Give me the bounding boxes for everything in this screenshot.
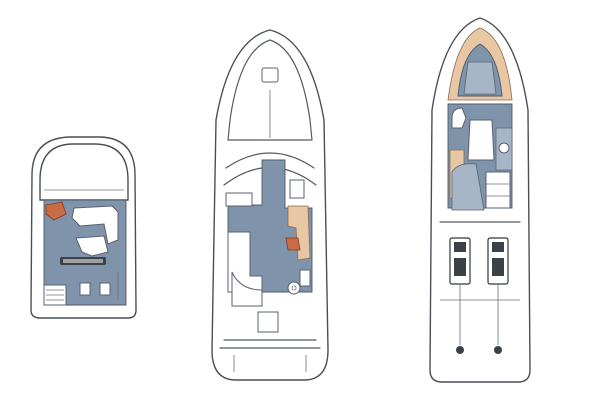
windshield	[225, 152, 315, 169]
helm-wheel	[287, 281, 301, 295]
starboard-engine	[487, 237, 509, 354]
hardtop-canopy	[39, 143, 129, 201]
cockpit-lounge	[227, 231, 263, 293]
vberth-cushion	[463, 61, 497, 95]
helm-seat	[71, 205, 119, 245]
cockpit-hatch-2	[99, 282, 111, 296]
port-prop	[456, 346, 464, 354]
entry-steps	[485, 171, 511, 209]
hardtop-cockpit-view	[30, 136, 137, 319]
lower-deck-layout	[429, 17, 531, 383]
side-console	[299, 269, 311, 287]
aft-lounge	[231, 271, 263, 307]
bar-counter	[285, 237, 301, 251]
galley-sink	[498, 142, 510, 154]
main-deck-layout	[211, 29, 329, 381]
port-engine	[449, 237, 471, 354]
helm-pad	[45, 201, 67, 221]
entertainment-center	[289, 179, 305, 199]
wet-bar	[287, 205, 311, 261]
foredeck-hatch	[261, 67, 279, 83]
head-toilet	[451, 107, 467, 129]
mid-berth	[451, 163, 485, 211]
cockpit-hatch-1	[79, 282, 91, 296]
helm-chair	[225, 192, 253, 207]
salon-table	[467, 119, 495, 161]
starboard-prop	[494, 346, 502, 354]
lounge-seat	[75, 235, 109, 257]
bow-deck-line	[227, 39, 313, 141]
transom-hatch	[257, 311, 279, 333]
